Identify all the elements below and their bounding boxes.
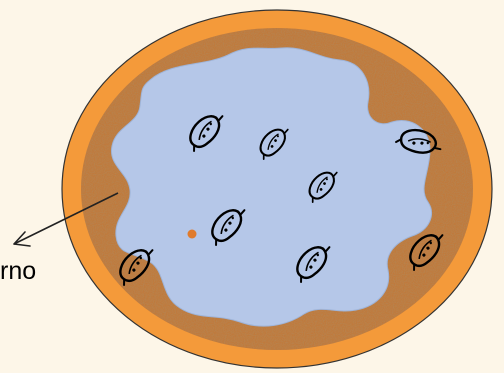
small-granule [188,230,197,239]
diagram-label: rno [0,256,36,286]
